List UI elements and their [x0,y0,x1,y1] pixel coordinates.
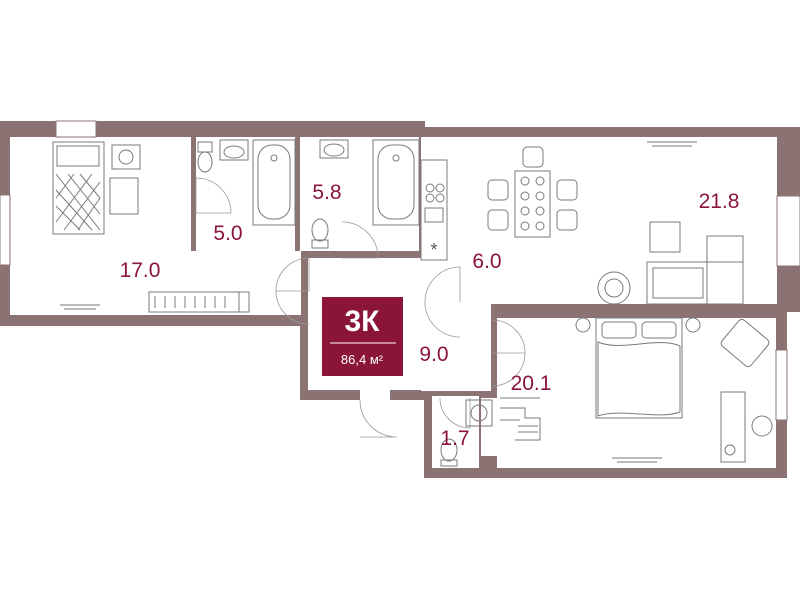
bed-double-icon [575,317,701,419]
kitchen-counter-icon [420,159,448,261]
armchair-icon [597,271,631,305]
apartment-badge: 3К 86,4 м² [322,297,403,376]
area-bathroom-1: 5.0 [213,222,242,245]
toilet-icon [197,141,213,173]
area-bedroom-small: 17.0 [120,259,161,282]
apartment-total-area: 86,4 м² [341,352,384,367]
toilet-icon [311,218,329,249]
washing-machine-icon [111,144,141,170]
apartment-type-label: 3К [345,305,381,338]
room-interiors [10,137,777,468]
doors [195,177,526,438]
area-bedroom-master: 20.1 [511,372,552,395]
wardrobe-icon [500,397,541,441]
toilet-icon [440,438,458,467]
radiator-icon [60,304,100,310]
area-bathroom-2: 5.8 [312,181,341,204]
radiator-icon [612,457,662,463]
area-wc: 1.7 [440,427,469,450]
area-hall: 9.0 [419,343,448,366]
dining-table-icon [487,146,578,238]
sofa-icon [646,221,744,305]
area-kitchen: 6.0 [472,250,501,273]
ventilation-mark: * [430,240,437,260]
sink-icon [319,139,349,159]
sink-icon [219,139,249,161]
bathtub-icon [252,139,296,226]
armchair-icon [720,318,770,368]
bathtub-icon [372,139,420,226]
desk-icon [720,391,773,463]
furniture: * [52,139,773,467]
windows [0,120,800,421]
bed-single-icon [52,141,139,235]
wardrobe-icon [148,291,250,313]
tv-icon [647,141,697,147]
area-living: 21.8 [699,190,740,213]
area-labels: 17.0 5.0 5.8 6.0 21.8 9.0 20.1 1.7 [120,181,740,450]
sink-icon [465,399,493,427]
